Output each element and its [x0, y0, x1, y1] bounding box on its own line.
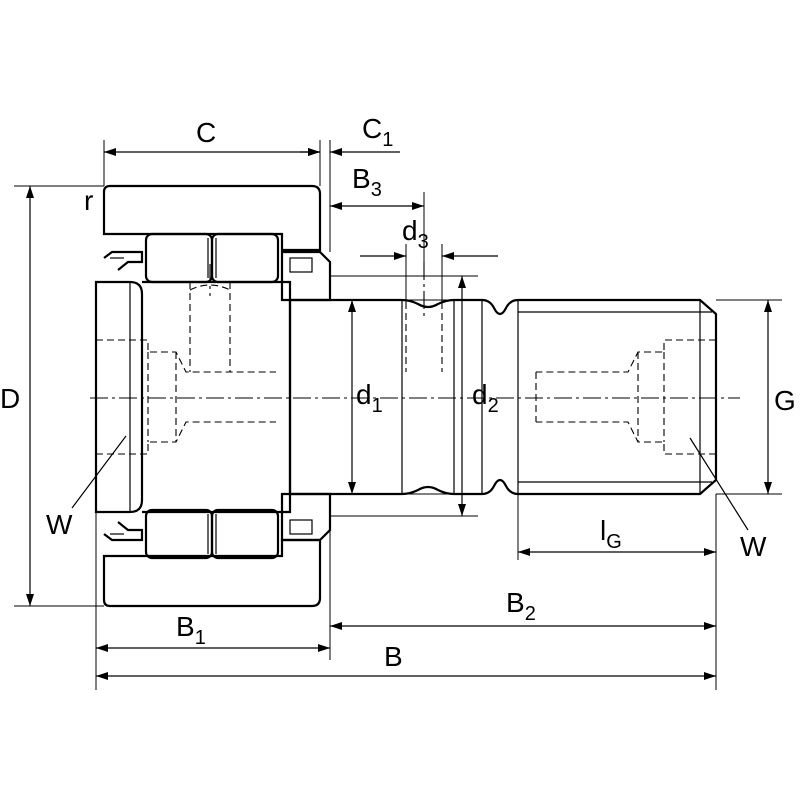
seal-left [103, 250, 144, 542]
label-W-left: W [46, 509, 73, 540]
stud-head [94, 280, 292, 514]
leader-W-left [71, 435, 127, 509]
label-B3: B3 [352, 163, 382, 201]
outer-ring-top-section [102, 184, 322, 252]
label-lG: lG [600, 515, 622, 553]
label-B1: B1 [176, 611, 206, 649]
label-d1: d1 [356, 379, 383, 417]
label-C: C [196, 117, 216, 148]
roller-bottom-right [210, 508, 280, 560]
thrust-washer-right [280, 250, 332, 542]
roller-bottom-left [144, 508, 214, 560]
label-W-right: W [740, 531, 767, 562]
label-D: D [0, 383, 20, 414]
label-d3: d3 [402, 215, 429, 253]
hidden-lines [96, 282, 716, 455]
extension-lines [14, 140, 782, 690]
stud-shaft [288, 298, 718, 496]
label-B: B [384, 641, 403, 672]
center-lines [90, 262, 740, 399]
label-B2: B2 [506, 587, 536, 625]
label-d2: d2 [472, 379, 499, 417]
label-r: r [84, 185, 93, 216]
label-G: G [774, 385, 796, 416]
labels: C C1 B3 d3 r D d1 d2 G W W lG B1 B2 B [0, 113, 796, 672]
dimension-lines [26, 148, 772, 680]
leader-W-right [689, 437, 749, 531]
roller-top-right [210, 232, 280, 284]
roller-top-left [144, 232, 214, 284]
label-C1: C1 [362, 113, 393, 151]
